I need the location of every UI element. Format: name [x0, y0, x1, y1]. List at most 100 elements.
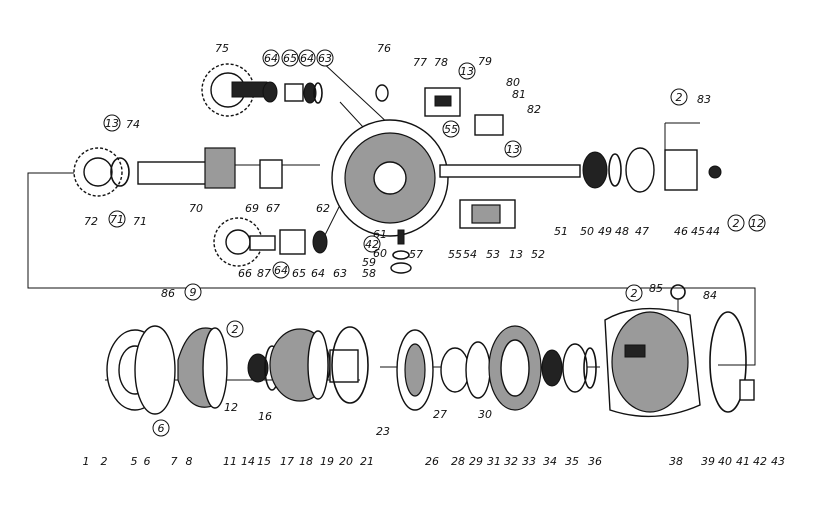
callout-circle [226, 320, 244, 338]
callout-label: 32 [504, 455, 518, 468]
callout-circle [727, 214, 745, 232]
callout-circle [316, 49, 334, 67]
input-gear-72 [73, 147, 130, 197]
callout-label: 1 [83, 455, 90, 468]
callout-label: 74 [126, 118, 140, 131]
main-case-38 [604, 307, 755, 418]
callout-label: 2 [676, 91, 683, 104]
planet-carrier-31-33 [440, 325, 542, 411]
callout-label: 23 [376, 425, 390, 438]
callout-label: 50 [580, 225, 594, 238]
callout-label: 39 [701, 455, 715, 468]
eyebolt-84 [670, 284, 686, 312]
clutch-drum-18 [269, 328, 331, 402]
callout-label: 6 [144, 455, 151, 468]
callout-label: 71 [133, 215, 147, 228]
callout-label: 2 [101, 455, 108, 468]
callout-label: 41 [736, 455, 750, 468]
callout-label: 85 [649, 282, 663, 295]
callout-label: 5 [131, 455, 138, 468]
callout-label: 40 [718, 455, 732, 468]
callout-label: 77 [413, 56, 427, 69]
callout-label: 13 [460, 65, 474, 78]
gear-75 [201, 63, 268, 117]
bearing-14-15 [247, 345, 280, 391]
callout-label: 51 [554, 225, 568, 238]
callout-label: 83 [697, 93, 711, 106]
callout-label: 55 [444, 123, 458, 136]
callout-label: 76 [377, 42, 391, 55]
callout-label: 82 [527, 103, 541, 116]
callout-label: 64 [274, 264, 288, 277]
callout-label: 13 [506, 143, 520, 156]
callout-label: 63 [333, 267, 347, 280]
callout-label: 15 [257, 455, 271, 468]
callout-label: 14 [241, 455, 255, 468]
callout-label: 21 [360, 455, 374, 468]
callout-label: 60 [373, 247, 387, 260]
callout-label: 72 [84, 215, 98, 228]
callout-label: 80 [506, 76, 520, 89]
callout-label: 67 [266, 202, 280, 215]
callout-label: 7 [171, 455, 178, 468]
hub-19 [329, 326, 369, 404]
callout-circle [272, 261, 290, 279]
callout-label: 42 [365, 238, 379, 251]
callout-label: 2 [733, 217, 740, 230]
callout-label: 55 [448, 248, 462, 261]
housing-plate [331, 84, 449, 237]
callout-label: 27 [433, 408, 447, 421]
callout-label: 49 [598, 225, 612, 238]
callout-label: 30 [478, 408, 492, 421]
callout-label: 48 [615, 225, 629, 238]
callout-label: 87 [257, 267, 271, 280]
callout-label: 66 [238, 267, 252, 280]
callout-label: 36 [588, 455, 602, 468]
callout-label: 12 [224, 401, 238, 414]
callout-label: 86 [161, 287, 175, 300]
callout-label: 78 [434, 56, 448, 69]
callout-circle [152, 419, 170, 437]
callout-label: 2 [631, 287, 638, 300]
callout-circle [442, 120, 460, 138]
callout-label: 6 [158, 422, 165, 435]
callout-label: 18 [299, 455, 313, 468]
callout-circle [625, 284, 643, 302]
bearing-set-upper [262, 81, 323, 104]
callout-circle [108, 210, 126, 228]
callout-label: 63 [318, 52, 332, 65]
bracket-53 [459, 199, 516, 229]
callout-circle [458, 62, 476, 80]
callout-label: 33 [522, 455, 536, 468]
callout-label: 64 [300, 52, 314, 65]
callout-label: 65 [283, 52, 297, 65]
callout-label: 52 [531, 248, 545, 261]
callout-label: 8 [186, 455, 193, 468]
callout-label: 26 [425, 455, 439, 468]
callout-label: 34 [543, 455, 557, 468]
callout-circle [281, 49, 299, 67]
callout-label: 79 [478, 55, 492, 68]
callout-label: 70 [189, 202, 203, 215]
callout-label: 47 [635, 225, 649, 238]
valve-bracket [424, 87, 504, 136]
callout-label: 71 [110, 213, 124, 226]
callout-label: 2 [232, 323, 239, 336]
callout-label: 31 [487, 455, 501, 468]
main-shaft-70 [137, 147, 283, 189]
callout-label: 11 [223, 455, 237, 468]
callout-label: 29 [469, 455, 483, 468]
callout-label: 13 [509, 248, 523, 261]
callout-label: 19 [320, 455, 334, 468]
callout-label: 20 [339, 455, 353, 468]
callout-label: 64 [311, 267, 325, 280]
callout-label: 12 [750, 217, 764, 230]
callout-label: 65 [292, 267, 306, 280]
callout-label: 75 [215, 42, 229, 55]
bell-housing-11 [177, 327, 228, 409]
output-shaft-51 [439, 147, 722, 193]
bearing-34-36 [541, 343, 597, 393]
callout-label: 9 [190, 286, 197, 299]
